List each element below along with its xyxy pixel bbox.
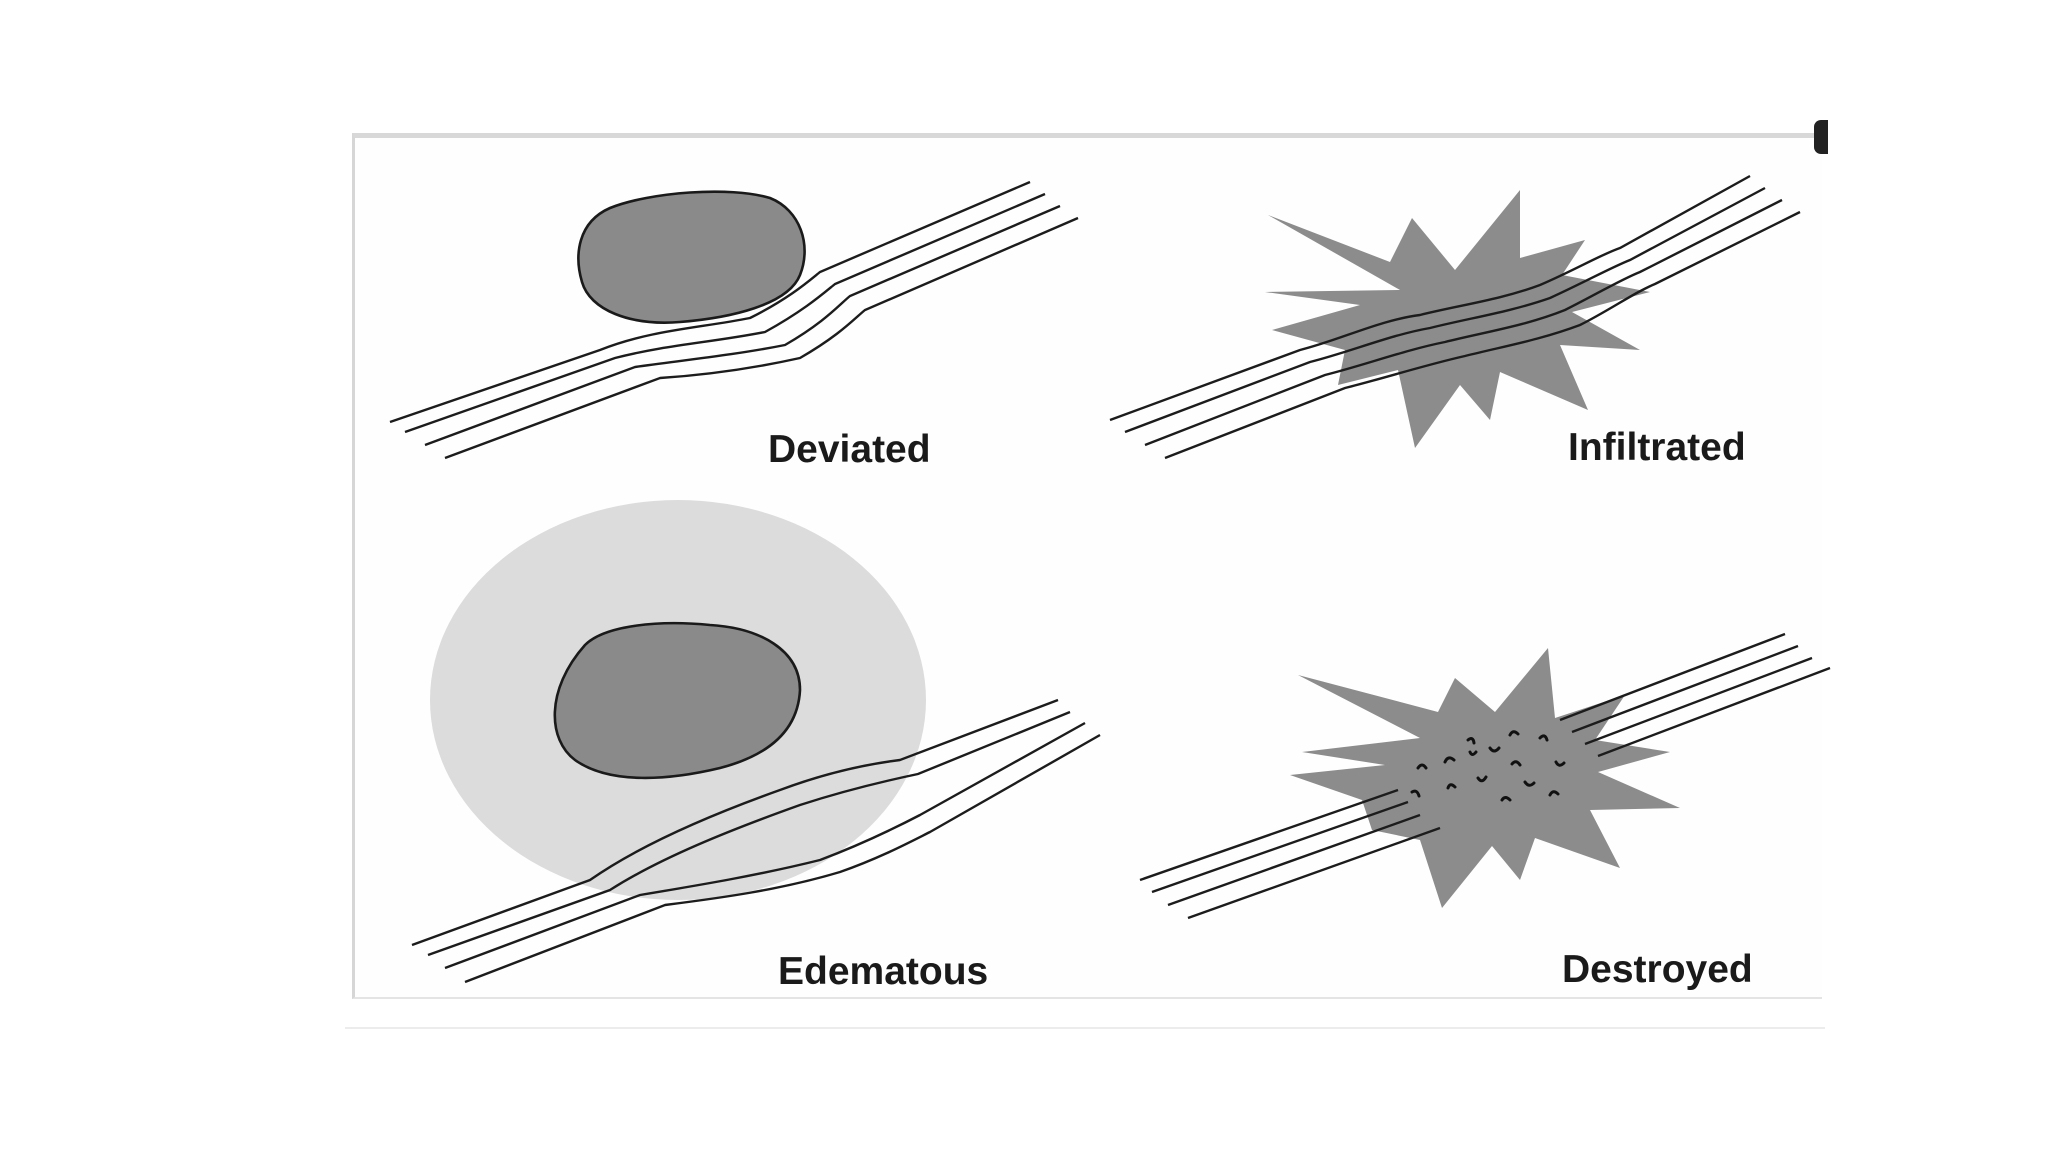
label-deviated: Deviated xyxy=(768,428,931,471)
panel-infiltrated: Infiltrated xyxy=(1110,176,1800,469)
panel-destroyed: Destroyed xyxy=(1140,634,1830,991)
label-infiltrated: Infiltrated xyxy=(1568,426,1746,469)
label-destroyed: Destroyed xyxy=(1562,948,1753,991)
panel-edematous: Edematous xyxy=(412,500,1100,993)
panel-deviated: Deviated xyxy=(390,182,1078,471)
label-edematous: Edematous xyxy=(778,950,988,993)
mass-deviated xyxy=(578,192,804,323)
